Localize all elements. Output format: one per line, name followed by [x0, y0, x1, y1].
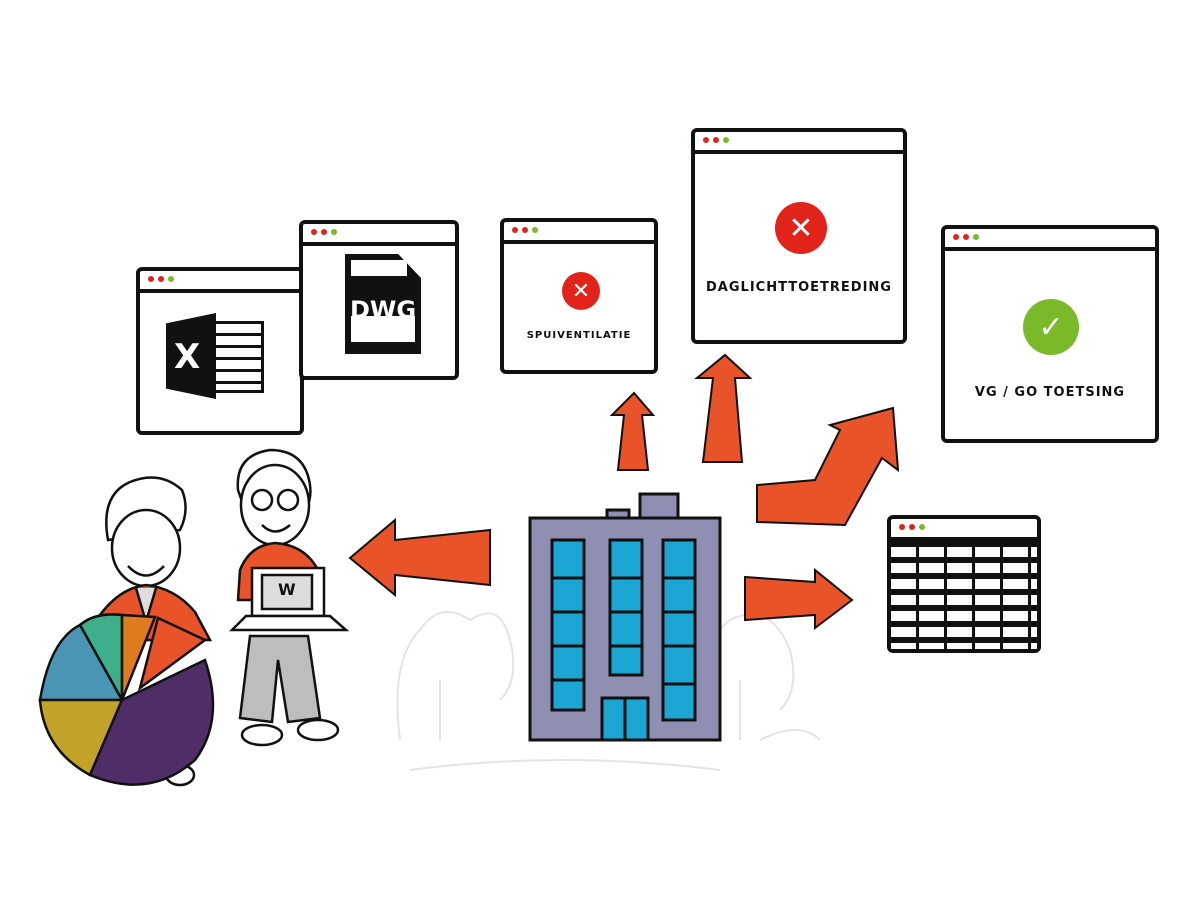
arrow-up-to-spuiventilatie	[609, 391, 656, 471]
arrow-left-to-people	[348, 517, 491, 598]
dwg-file-icon	[345, 254, 421, 354]
excel-letter: X	[174, 337, 201, 377]
vg-go-toetsing-window: ✓ VG / GO TOETSING	[941, 225, 1159, 443]
arrow-right-to-table	[744, 567, 854, 631]
daglichttoetreding-fail-x-icon: ✕	[775, 202, 827, 254]
vg-go-toetsing-label: VG / GO TOETSING	[974, 385, 1126, 400]
vg-go-pass-check-icon: ✓	[1023, 299, 1079, 355]
person-right-with-laptop	[228, 448, 350, 747]
building-icon	[528, 492, 722, 742]
arrow-up-to-daglichttoetreding	[694, 353, 753, 463]
daglichttoetreding-label: DAGLICHTTOETREDING	[706, 280, 892, 295]
excel-file-window: X	[136, 267, 304, 435]
table-grid-icon	[891, 541, 1037, 649]
word-letter: W	[278, 580, 296, 599]
arrow-curved-to-vg-go	[756, 406, 900, 527]
spuiventilatie-label: SPUIVENTILATIE	[526, 330, 632, 341]
spuiventilatie-fail-x-icon: ✕	[562, 272, 600, 310]
table-data-window	[887, 515, 1041, 653]
dwg-file-window: DWG	[299, 220, 459, 380]
dwg-label: DWG	[349, 296, 417, 324]
excel-icon: X	[166, 313, 266, 403]
daglichttoetreding-window: ✕ DAGLICHTTOETREDING	[691, 128, 907, 344]
spuiventilatie-window: ✕ SPUIVENTILATIE	[500, 218, 658, 374]
pie-chart-icon	[38, 613, 215, 786]
